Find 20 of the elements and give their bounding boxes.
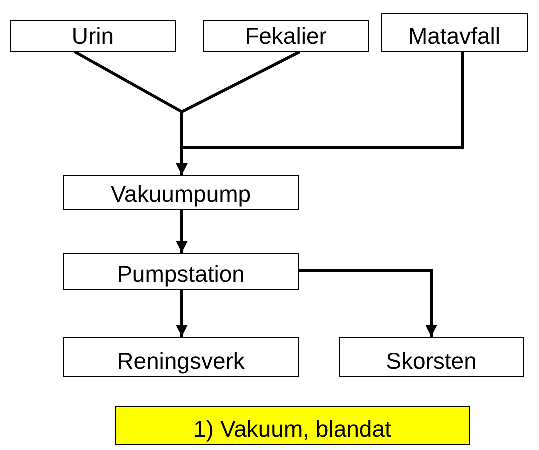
arrow <box>176 52 464 175</box>
process-box <box>63 337 299 377</box>
process-box <box>63 253 299 290</box>
arrow <box>176 290 188 337</box>
process-box <box>10 20 176 52</box>
node-label: Matavfall <box>408 25 501 48</box>
process-box <box>381 13 528 52</box>
arrow <box>176 210 188 253</box>
node-label: Skorsten <box>386 350 477 373</box>
arrow <box>299 270 438 337</box>
node-label: Pumpstation <box>117 263 245 286</box>
process-box <box>339 337 524 377</box>
process-box <box>63 175 299 210</box>
process-box <box>203 20 369 52</box>
node-label: 1) Vakuum, blandat <box>194 418 392 441</box>
node-label: Reningsverk <box>117 350 245 373</box>
node-label: Fekalier <box>245 25 327 48</box>
node-label: Vakuumpump <box>110 183 252 206</box>
node-label: Urin <box>72 25 114 48</box>
caption-box <box>115 406 470 445</box>
